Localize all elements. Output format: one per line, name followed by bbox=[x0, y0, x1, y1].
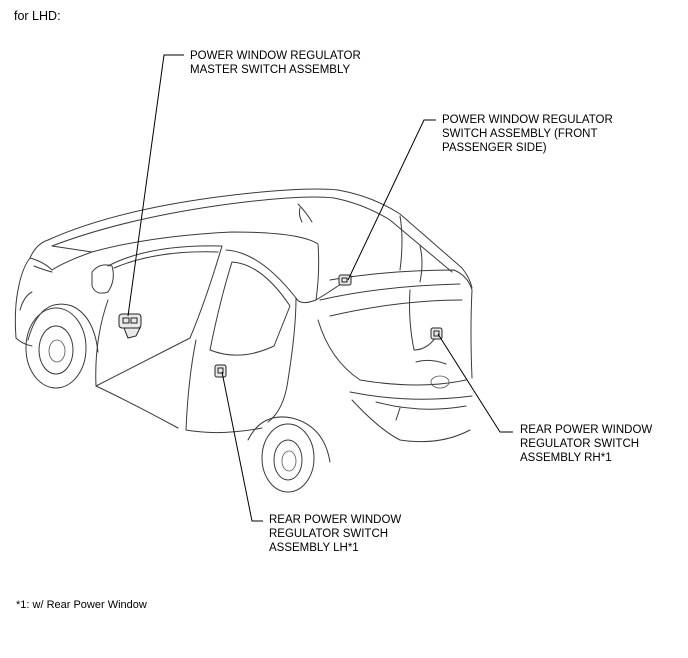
front-passenger-switch-label: POWER WINDOW REGULATOR SWITCH ASSEMBLY (… bbox=[442, 113, 613, 155]
car-body-outline bbox=[14, 188, 473, 493]
master-switch-label-line: POWER WINDOW REGULATOR bbox=[190, 50, 361, 62]
front-passenger-switch-label-line: PASSENGER SIDE) bbox=[442, 142, 547, 154]
front-passenger-switch-label-line: SWITCH ASSEMBLY (FRONT bbox=[442, 128, 598, 140]
rear-rh-switch-label-line: ASSEMBLY RH*1 bbox=[520, 452, 612, 464]
rear-rh-switch-label: REAR POWER WINDOW REGULATOR SWITCH ASSEM… bbox=[520, 423, 652, 465]
page-title: for LHD: bbox=[14, 9, 61, 23]
rear-lh-switch-label-line: ASSEMBLY LH*1 bbox=[269, 542, 359, 554]
rear-rh-switch-label-line: REAR POWER WINDOW bbox=[520, 424, 653, 436]
front-passenger-switch-part bbox=[338, 274, 352, 286]
rear-lh-switch-part bbox=[214, 364, 227, 378]
master-switch-part bbox=[118, 313, 142, 339]
front-passenger-switch-label-line: POWER WINDOW REGULATOR bbox=[442, 114, 613, 126]
master-switch-leader bbox=[127, 54, 184, 317]
rear-lh-switch-leader bbox=[221, 371, 263, 522]
master-switch-label-line: MASTER SWITCH ASSEMBLY bbox=[190, 64, 351, 76]
rear-lh-switch-label-line: REGULATOR SWITCH bbox=[269, 528, 389, 540]
rear-rh-switch-leader bbox=[437, 333, 513, 433]
footnote: *1: w/ Rear Power Window bbox=[16, 599, 147, 611]
rear-lh-switch-label: REAR POWER WINDOW REGULATOR SWITCH ASSEM… bbox=[269, 513, 401, 555]
master-switch-label: POWER WINDOW REGULATOR MASTER SWITCH ASS… bbox=[190, 49, 361, 77]
rear-lh-switch-label-line: REAR POWER WINDOW bbox=[269, 514, 402, 526]
rear-rh-switch-label-line: REGULATOR SWITCH bbox=[520, 438, 640, 450]
front-passenger-switch-leader bbox=[347, 119, 436, 281]
rear-rh-switch-part bbox=[430, 327, 443, 340]
